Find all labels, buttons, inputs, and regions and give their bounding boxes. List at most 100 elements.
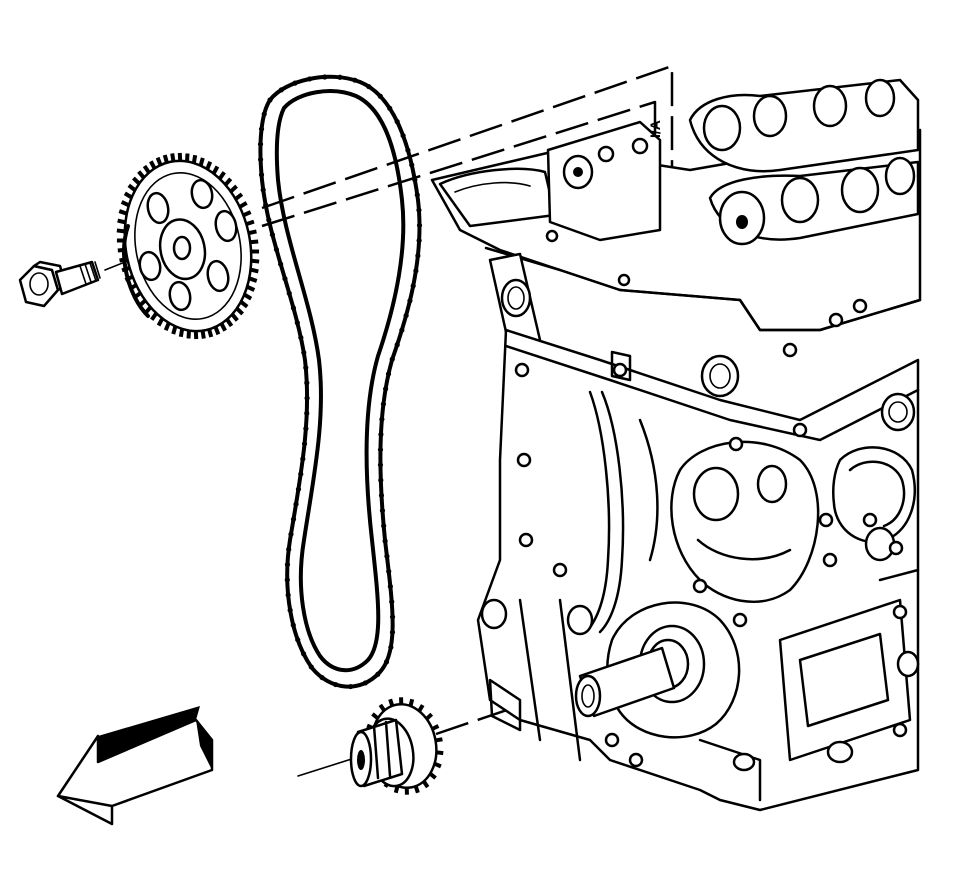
sprocket-tooth bbox=[211, 165, 220, 175]
chain-link bbox=[394, 119, 400, 125]
chain-link bbox=[403, 312, 409, 319]
chain-link bbox=[377, 462, 384, 468]
chain-link bbox=[284, 561, 291, 568]
timing-chain-icon bbox=[257, 74, 423, 690]
sprocket-tooth bbox=[239, 300, 249, 309]
chain-link bbox=[278, 261, 284, 267]
chain-link bbox=[300, 456, 306, 462]
sprocket-tooth bbox=[150, 312, 158, 321]
chain-link bbox=[295, 637, 301, 643]
sprocket-tooth bbox=[178, 328, 185, 338]
chain-link bbox=[257, 141, 264, 147]
chain-link bbox=[385, 371, 392, 377]
sprocket-tooth bbox=[248, 229, 257, 236]
chain-link bbox=[263, 202, 269, 208]
chain-link bbox=[257, 156, 264, 163]
chain-link bbox=[384, 553, 390, 559]
sprocket-tooth bbox=[170, 153, 176, 162]
sprocket-tooth bbox=[205, 160, 213, 170]
sprocket-tooth bbox=[171, 325, 178, 335]
chain-link bbox=[375, 671, 381, 677]
sprocket-tooth bbox=[132, 176, 141, 186]
chain-link bbox=[290, 622, 296, 628]
sprocket-tooth bbox=[123, 191, 133, 200]
chain-link bbox=[290, 305, 297, 311]
chain-link bbox=[377, 447, 384, 453]
direction-arrow-icon bbox=[56, 706, 214, 826]
chain-link bbox=[389, 629, 396, 635]
chain-link bbox=[322, 74, 328, 80]
sprocket-tooth bbox=[235, 306, 244, 316]
chain-link bbox=[303, 365, 309, 371]
sprocket-tooth bbox=[219, 322, 227, 332]
chain-link bbox=[293, 501, 299, 507]
chain-link bbox=[394, 342, 400, 348]
sprocket-tooth bbox=[163, 322, 171, 332]
sprocket-tooth bbox=[243, 292, 253, 301]
chain-link bbox=[301, 349, 307, 356]
sprocket-tooth bbox=[207, 328, 214, 338]
chain-link bbox=[287, 607, 293, 613]
chain-link bbox=[415, 253, 421, 259]
sprocket-tooth bbox=[250, 239, 259, 245]
chain-link bbox=[348, 683, 354, 690]
chain-link bbox=[319, 674, 325, 681]
chain-link bbox=[278, 87, 284, 93]
sprocket-tooth bbox=[246, 284, 256, 292]
chain-link bbox=[400, 133, 406, 139]
chain-link bbox=[414, 192, 420, 198]
chain-link bbox=[378, 477, 384, 483]
chain-link bbox=[377, 93, 383, 99]
chain-link bbox=[261, 111, 267, 117]
sprocket-tooth bbox=[156, 317, 165, 327]
chain-link bbox=[290, 516, 297, 522]
chain-link bbox=[378, 492, 385, 499]
sprocket-tooth bbox=[191, 154, 198, 164]
chain-link bbox=[409, 162, 415, 168]
chain-link bbox=[300, 651, 307, 657]
chain-link bbox=[298, 334, 304, 341]
sprocket-tooth bbox=[200, 330, 206, 339]
engine-block-icon: I/A bbox=[430, 78, 922, 812]
chain-link bbox=[412, 177, 418, 183]
chain-link bbox=[303, 426, 309, 432]
chain-link bbox=[379, 416, 385, 422]
sprocket-tooth bbox=[120, 200, 130, 208]
chain-link bbox=[405, 147, 411, 153]
chain-link bbox=[389, 614, 396, 620]
chain-link bbox=[298, 471, 304, 477]
chain-link bbox=[292, 80, 298, 86]
chain-link bbox=[388, 644, 394, 650]
chain-link bbox=[362, 680, 368, 686]
sprocket-tooth bbox=[142, 164, 151, 174]
chain-link bbox=[286, 546, 292, 552]
chain-link bbox=[258, 172, 265, 178]
sprocket-tooth bbox=[218, 171, 226, 180]
chain-link bbox=[337, 74, 343, 80]
chain-link bbox=[267, 97, 273, 103]
chain-link bbox=[295, 486, 302, 492]
sprocket-tooth bbox=[230, 312, 239, 322]
cover-bolts bbox=[514, 229, 908, 768]
chain-link bbox=[410, 283, 416, 289]
chain-link bbox=[301, 441, 308, 447]
sprocket-tooth bbox=[225, 318, 234, 328]
sprocket-tooth bbox=[155, 156, 163, 166]
sprocket-tooth bbox=[245, 219, 255, 226]
chain-link bbox=[389, 599, 395, 605]
chain-link bbox=[308, 664, 314, 670]
chain-link bbox=[407, 298, 413, 304]
sprocket-tooth bbox=[435, 737, 443, 743]
chain-link bbox=[366, 83, 372, 90]
chain-link bbox=[380, 401, 387, 407]
camshaft-sprocket-icon bbox=[116, 152, 260, 340]
chain-link bbox=[413, 268, 419, 274]
sprocket-tooth bbox=[137, 170, 146, 180]
chain-link bbox=[378, 431, 384, 438]
chain-link bbox=[294, 320, 300, 326]
chain-link bbox=[416, 207, 422, 213]
chain-link bbox=[307, 76, 313, 82]
chain-link bbox=[416, 237, 422, 244]
chain-link bbox=[389, 356, 395, 362]
